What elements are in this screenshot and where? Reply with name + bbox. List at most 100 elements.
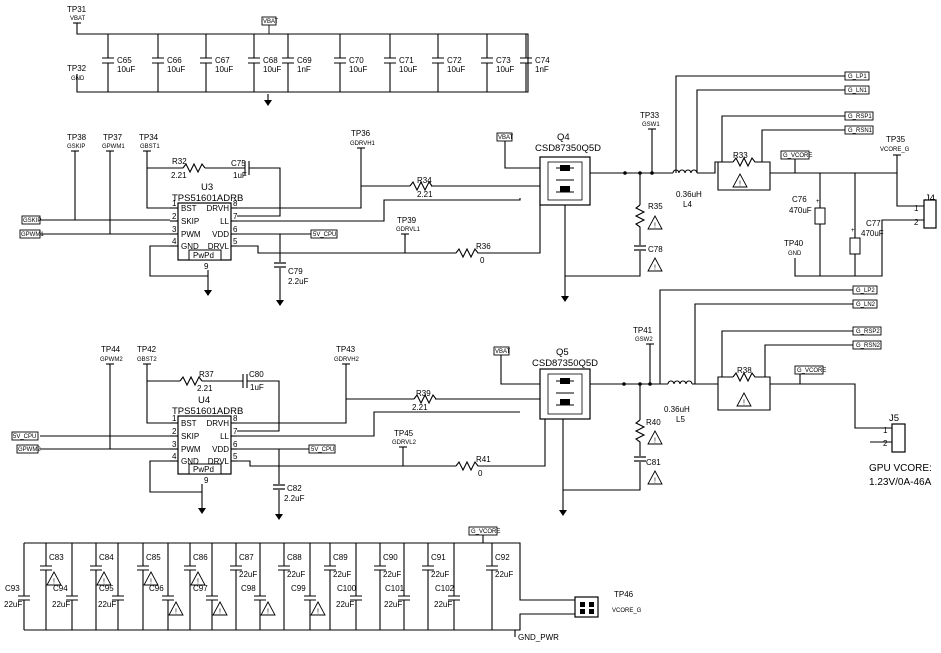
bottom-cap-ref: C95 (99, 584, 114, 593)
l5-value: 0.36uH (664, 405, 690, 414)
r33-resistor (717, 156, 771, 191)
bottom-cap-ref: C92 (495, 553, 510, 562)
bottom-cap-c83: C83 (40, 543, 64, 630)
top-cap-value: 10uF (263, 65, 281, 74)
r34-resistor (409, 180, 433, 192)
pin-num: 8 (233, 199, 238, 208)
net-flag-5v-cpu-u3: 5V_CPU (310, 229, 338, 239)
test-point-tp40[interactable]: TP40 GND (784, 239, 804, 257)
test-point-tp39[interactable]: TP39 GDRVL1 (396, 216, 421, 253)
connector-j4[interactable]: J4 1 2 (910, 193, 937, 229)
c77-value: 470uF (861, 229, 884, 238)
r34-value: 2.21 (417, 190, 433, 199)
tp46-net: VCORE_G (612, 608, 642, 614)
svg-text:GPWM1: GPWM1 (21, 232, 44, 238)
svg-text:VBAT: VBAT (263, 19, 279, 25)
connector-j5[interactable]: J5 1 2 (870, 413, 906, 453)
test-point-tp43[interactable]: TP43 GDRVH2 (334, 345, 360, 370)
svg-text:GSKIP: GSKIP (23, 218, 41, 224)
tp34-net: GBST1 (140, 144, 160, 150)
j5-pin2: 2 (883, 439, 888, 448)
test-point-tp38[interactable]: TP38 GSKIP (67, 133, 87, 157)
test-point-tp35[interactable]: TP35 VCORE_G (880, 135, 910, 173)
r40-warning-icon (647, 430, 663, 445)
pin-name: DRVH (206, 204, 229, 213)
tp39-ref: TP39 (397, 216, 417, 225)
pin-name: SKIP (181, 217, 199, 226)
q5-ref: Q5 (556, 347, 569, 358)
g-rsp2-wire (721, 330, 853, 377)
test-point-tp33[interactable]: TP33 GSW1 (640, 111, 660, 173)
c82-ref: C82 (287, 484, 302, 493)
phase-1: TP38 GSKIP TP37 GPWM1 TP34 GBST1 TP36 GD… (19, 71, 937, 307)
test-point-tp34[interactable]: TP34 GBST1 (139, 133, 160, 157)
g-ln1-wire (696, 89, 845, 173)
tp33-net: GSW1 (642, 122, 660, 128)
test-point-tp44[interactable]: TP44 GPWM2 (100, 345, 123, 370)
test-point-tp31[interactable]: TP31 VBAT (67, 5, 87, 29)
c79-ref: C79 (288, 267, 303, 276)
u4-driver-ic: U4 TPS51601ADRB PwPd 9 1BST2SKIP3PWM4GND… (170, 395, 243, 485)
tp40-net: GND (788, 251, 802, 257)
c76-value: 470uF (789, 206, 812, 215)
bottom-cap-c99: C99 (291, 543, 326, 630)
tp35-ref: TP35 (886, 135, 906, 144)
test-point-tp41[interactable]: TP41 GSW2 (633, 326, 655, 384)
c79-value: 2.2uF (288, 277, 309, 286)
test-point-tp46[interactable]: TP46 VCORE_G (574, 590, 642, 618)
net-flag-g-lp2: G_LP2 (852, 285, 878, 295)
c77-plus: + (851, 228, 855, 234)
c76-ref: C76 (792, 195, 807, 204)
test-point-tp37[interactable]: TP37 GPWM1 (102, 133, 125, 157)
bottom-cap-bank: G_VCORE GND_PWR C9322uFC83C9422uFC84C952… (4, 526, 642, 642)
bottom-cap-ref: C93 (5, 584, 20, 593)
c78-warning-icon (647, 257, 663, 272)
bottom-cap-ref: C86 (193, 553, 208, 562)
bottom-cap-c97: C97 (193, 543, 228, 630)
j5-ref: J5 (889, 413, 899, 424)
net-flag-g-rsp1: G_RSP1 (844, 111, 874, 121)
svg-text:VBAT: VBAT (498, 135, 514, 141)
u3-ref: U3 (201, 182, 213, 193)
svg-text:5V_CPU: 5V_CPU (311, 447, 334, 453)
pin-num: 2 (172, 212, 177, 221)
pin-name: LL (220, 217, 229, 226)
bottom-cap-value: 22uF (98, 600, 116, 609)
bottom-cap-value: 22uF (52, 600, 70, 609)
svg-text:G_VCORE: G_VCORE (797, 368, 826, 374)
top-cap-value: 1nF (535, 65, 549, 74)
svg-text:GPWM2: GPWM2 (18, 447, 41, 453)
bottom-cap-ref: C85 (146, 553, 161, 562)
c75-ref: C75 (231, 159, 246, 168)
phase-2: TP44 GPWM2 TP42 GBST2 TP43 GDRVH2 R37 2.… (11, 285, 932, 521)
bottom-cap-ref: C102 (435, 584, 455, 593)
bottom-cap-ref: C91 (431, 553, 446, 562)
l5-inductor (667, 380, 693, 385)
tp36-ref: TP36 (351, 129, 371, 138)
net-flag-gpwm1: GPWM1 (19, 229, 44, 239)
net-flag-g-vcore-2: G_VCORE (794, 365, 826, 375)
bottom-cap-value: 22uF (239, 570, 257, 579)
test-point-tp32[interactable]: TP32 GND (67, 64, 87, 82)
test-point-tp42[interactable]: TP42 GBST2 (137, 345, 157, 370)
top-cap-value: 10uF (349, 65, 367, 74)
pin-num: 1 (172, 414, 177, 423)
test-point-tp45[interactable]: TP45 GDRVL2 (392, 429, 417, 466)
pin-num: 4 (172, 452, 177, 461)
tp41-net: GSW2 (635, 337, 653, 343)
pin-num: 7 (233, 212, 238, 221)
c81-warning-icon (647, 470, 663, 485)
top-cap-ref: C65 (117, 56, 132, 65)
test-point-tp36[interactable]: TP36 GDRVH1 (350, 129, 376, 154)
bottom-cap-ref: C101 (385, 584, 405, 593)
vcore2-rail (770, 383, 880, 429)
vcore1-rail (770, 172, 910, 207)
